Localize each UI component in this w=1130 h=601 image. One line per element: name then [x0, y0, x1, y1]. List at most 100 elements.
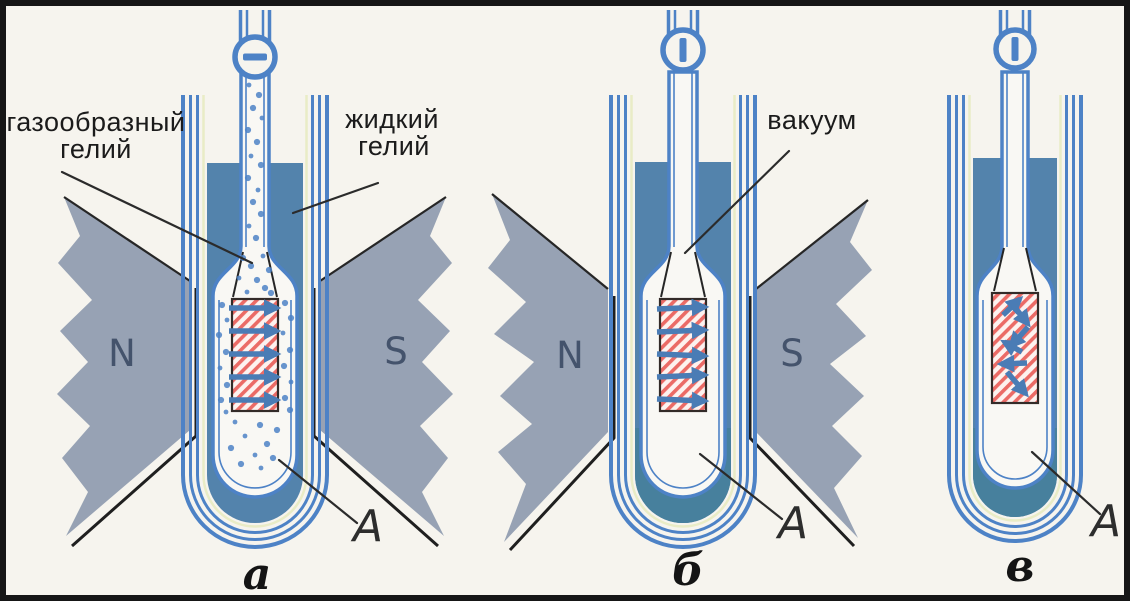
- dewar-glass-wall: [955, 95, 1075, 535]
- magnetic-moment-arrow: [996, 354, 1028, 373]
- helium-gas-dot: [260, 253, 266, 259]
- sample-holder-line: [993, 247, 1005, 292]
- magnet-s-pole: [320, 197, 453, 536]
- helium-gas-dot: [286, 346, 294, 354]
- helium-gas-dot: [287, 314, 295, 322]
- helium-gas-dot: [223, 381, 231, 389]
- ampoule-inner-wall-line: [646, 300, 720, 489]
- callouts: газообразный гелий жидкий гелий вакуум А…: [6, 104, 1121, 552]
- helium-gas-dot: [248, 153, 254, 159]
- dewar-glass-wall: [617, 95, 749, 541]
- helium-gas-dot: [256, 421, 264, 429]
- helium-gas-dot: [246, 82, 252, 88]
- valve-bar-horizontal: [243, 53, 267, 61]
- caption-panel-v: в: [1006, 541, 1035, 592]
- ampoule-inner-wall-line: [982, 300, 1048, 480]
- helium-gas-dot: [281, 394, 289, 402]
- vacuum-label: вакуум: [767, 105, 856, 135]
- caption-panel-b: б: [672, 545, 704, 596]
- helium-gas-dot: [222, 348, 230, 356]
- dewar-glass-wall: [947, 95, 1083, 543]
- point-a-leader-line: [698, 452, 784, 521]
- helium-gas-dot: [281, 299, 289, 307]
- magnet-s-label: S: [780, 332, 804, 375]
- magnet-n-pole: [57, 197, 190, 536]
- helium-gas-dot: [265, 266, 273, 274]
- magnet-edge-line: [63, 196, 191, 282]
- helium-gas-dot: [261, 284, 269, 292]
- helium-gas-dot: [247, 262, 255, 270]
- dewar-highlight-line: [630, 95, 736, 528]
- helium-gas-dot: [237, 460, 245, 468]
- helium-gas-dot: [227, 444, 235, 452]
- gas-helium-label-line1: газообразный: [6, 107, 185, 137]
- sample-holder-line: [266, 251, 278, 298]
- helium-gas-dot: [273, 426, 281, 434]
- dewar-glass-wall: [196, 95, 314, 534]
- helium-gas-dot: [280, 330, 286, 336]
- gas-helium-leader-line: [60, 170, 254, 265]
- helium-gas-dot: [286, 406, 294, 414]
- helium-gas-dot: [263, 440, 271, 448]
- magnet-edge-line: [319, 196, 447, 282]
- valve-bar-vertical: [1011, 37, 1019, 61]
- dewar-glass-wall: [962, 95, 1068, 528]
- ampoule-inner-wall-line: [218, 300, 292, 489]
- helium-gas-dot: [252, 234, 260, 242]
- magnetic-moment-arrow: [656, 366, 710, 385]
- panel-b-dewar-apparatus: [609, 10, 757, 549]
- helium-gas-dot: [253, 138, 261, 146]
- panel-b-magnets: N S: [488, 193, 872, 552]
- helium-gas-dot: [218, 301, 226, 309]
- helium-gas-dot: [257, 161, 265, 169]
- point-a-leader-line: [277, 458, 359, 525]
- magnetic-moment-arrow: [656, 298, 710, 317]
- magnetic-moment-arrow: [656, 391, 710, 410]
- dewar-glass-wall: [609, 95, 757, 549]
- helium-gas-dot: [252, 452, 258, 458]
- helium-gas-dot: [255, 187, 261, 193]
- sample-holder-line: [694, 251, 706, 298]
- helium-gas-dot: [280, 362, 288, 370]
- helium-gas-dot: [249, 104, 257, 112]
- magnetic-moment-arrow: [1004, 370, 1029, 398]
- magnetic-moment-arrow: [656, 321, 710, 340]
- caption-panel-a: а: [243, 549, 272, 600]
- helium-gas-dot: [217, 396, 225, 404]
- helium-gas-dot: [259, 115, 265, 121]
- helium-gas-dot: [267, 289, 275, 297]
- point-a-leader-line: [1030, 450, 1102, 516]
- sample-holder-line: [660, 251, 672, 298]
- valve-bar-vertical: [679, 38, 687, 62]
- helium-gas-dot: [244, 289, 250, 295]
- helium-gas-dot: [253, 276, 261, 284]
- panel-a-dewar-apparatus: [181, 10, 329, 549]
- helium-gas-dot: [215, 331, 223, 339]
- helium-gas-dot: [224, 317, 230, 323]
- sample-holder-line: [1025, 247, 1037, 292]
- magnet-s-pole: [756, 200, 872, 538]
- helium-gas-dot: [288, 379, 294, 385]
- magnetic-moment-arrow: [1010, 303, 1031, 328]
- magnetic-moment-arrow: [1000, 339, 1024, 357]
- point-a-label: А: [1088, 496, 1121, 547]
- helium-gas-dot: [223, 409, 229, 415]
- helium-gas-dot: [236, 275, 242, 281]
- point-a-label: А: [350, 501, 383, 552]
- magnet-n-label: N: [108, 332, 136, 375]
- magnet-s-label: S: [384, 330, 408, 373]
- dewar-glass-wall: [189, 95, 321, 541]
- helium-gas-dot: [249, 198, 257, 206]
- helium-gas-dot: [255, 91, 263, 99]
- magnetic-moment-arrow: [656, 346, 710, 365]
- liquid-helium-label-line2: гелий: [358, 131, 430, 161]
- helium-gas-dot: [257, 210, 265, 218]
- magnet-shadow-line: [748, 296, 856, 548]
- panel-captions: а б в: [243, 541, 1035, 600]
- helium-gas-dot: [244, 174, 252, 182]
- panel-v-dewar-apparatus: [947, 10, 1083, 543]
- helium-gas-dot: [246, 223, 252, 229]
